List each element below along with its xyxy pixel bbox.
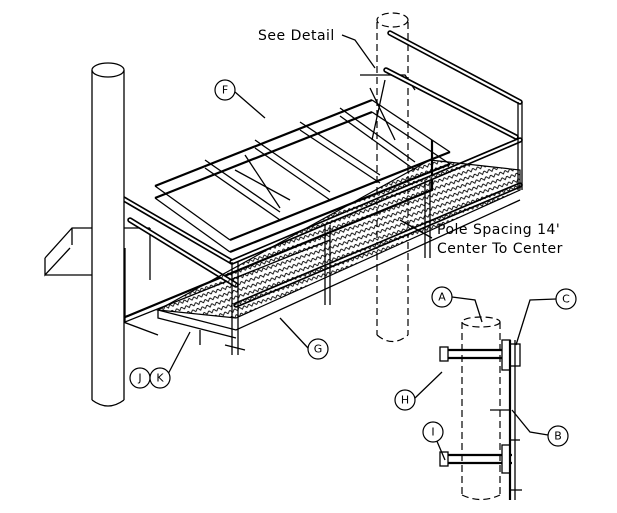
callout-c-label: C <box>562 293 570 306</box>
callout-c: C <box>555 288 577 310</box>
bracket-detail <box>439 316 522 501</box>
top-frame <box>154 74 451 254</box>
see-detail-note: See Detail <box>258 28 335 44</box>
pole-spacing-note-line2: Center To Center <box>437 241 563 257</box>
callout-a: A <box>431 286 453 308</box>
pole-spacing-note-line1: Pole Spacing 14' <box>437 222 560 238</box>
callout-f-label: F <box>222 84 228 97</box>
callout-g-label: G <box>314 343 323 356</box>
callout-a-label: A <box>438 291 446 304</box>
callout-f: F <box>214 79 236 101</box>
front-pole <box>91 62 125 407</box>
callout-j-label: J <box>137 372 141 385</box>
callout-b-label: B <box>554 430 562 443</box>
callout-i: I <box>422 421 444 443</box>
callout-i-label: I <box>431 426 434 439</box>
callout-k-label: K <box>156 372 164 385</box>
callout-h-label: H <box>401 394 409 407</box>
leader-lines <box>165 34 557 461</box>
callout-j: J <box>129 367 151 389</box>
grated-walkway <box>156 159 521 355</box>
callout-h: H <box>394 389 416 411</box>
callout-k: K <box>149 367 171 389</box>
callout-b: B <box>547 425 569 447</box>
callout-g: G <box>307 338 329 360</box>
